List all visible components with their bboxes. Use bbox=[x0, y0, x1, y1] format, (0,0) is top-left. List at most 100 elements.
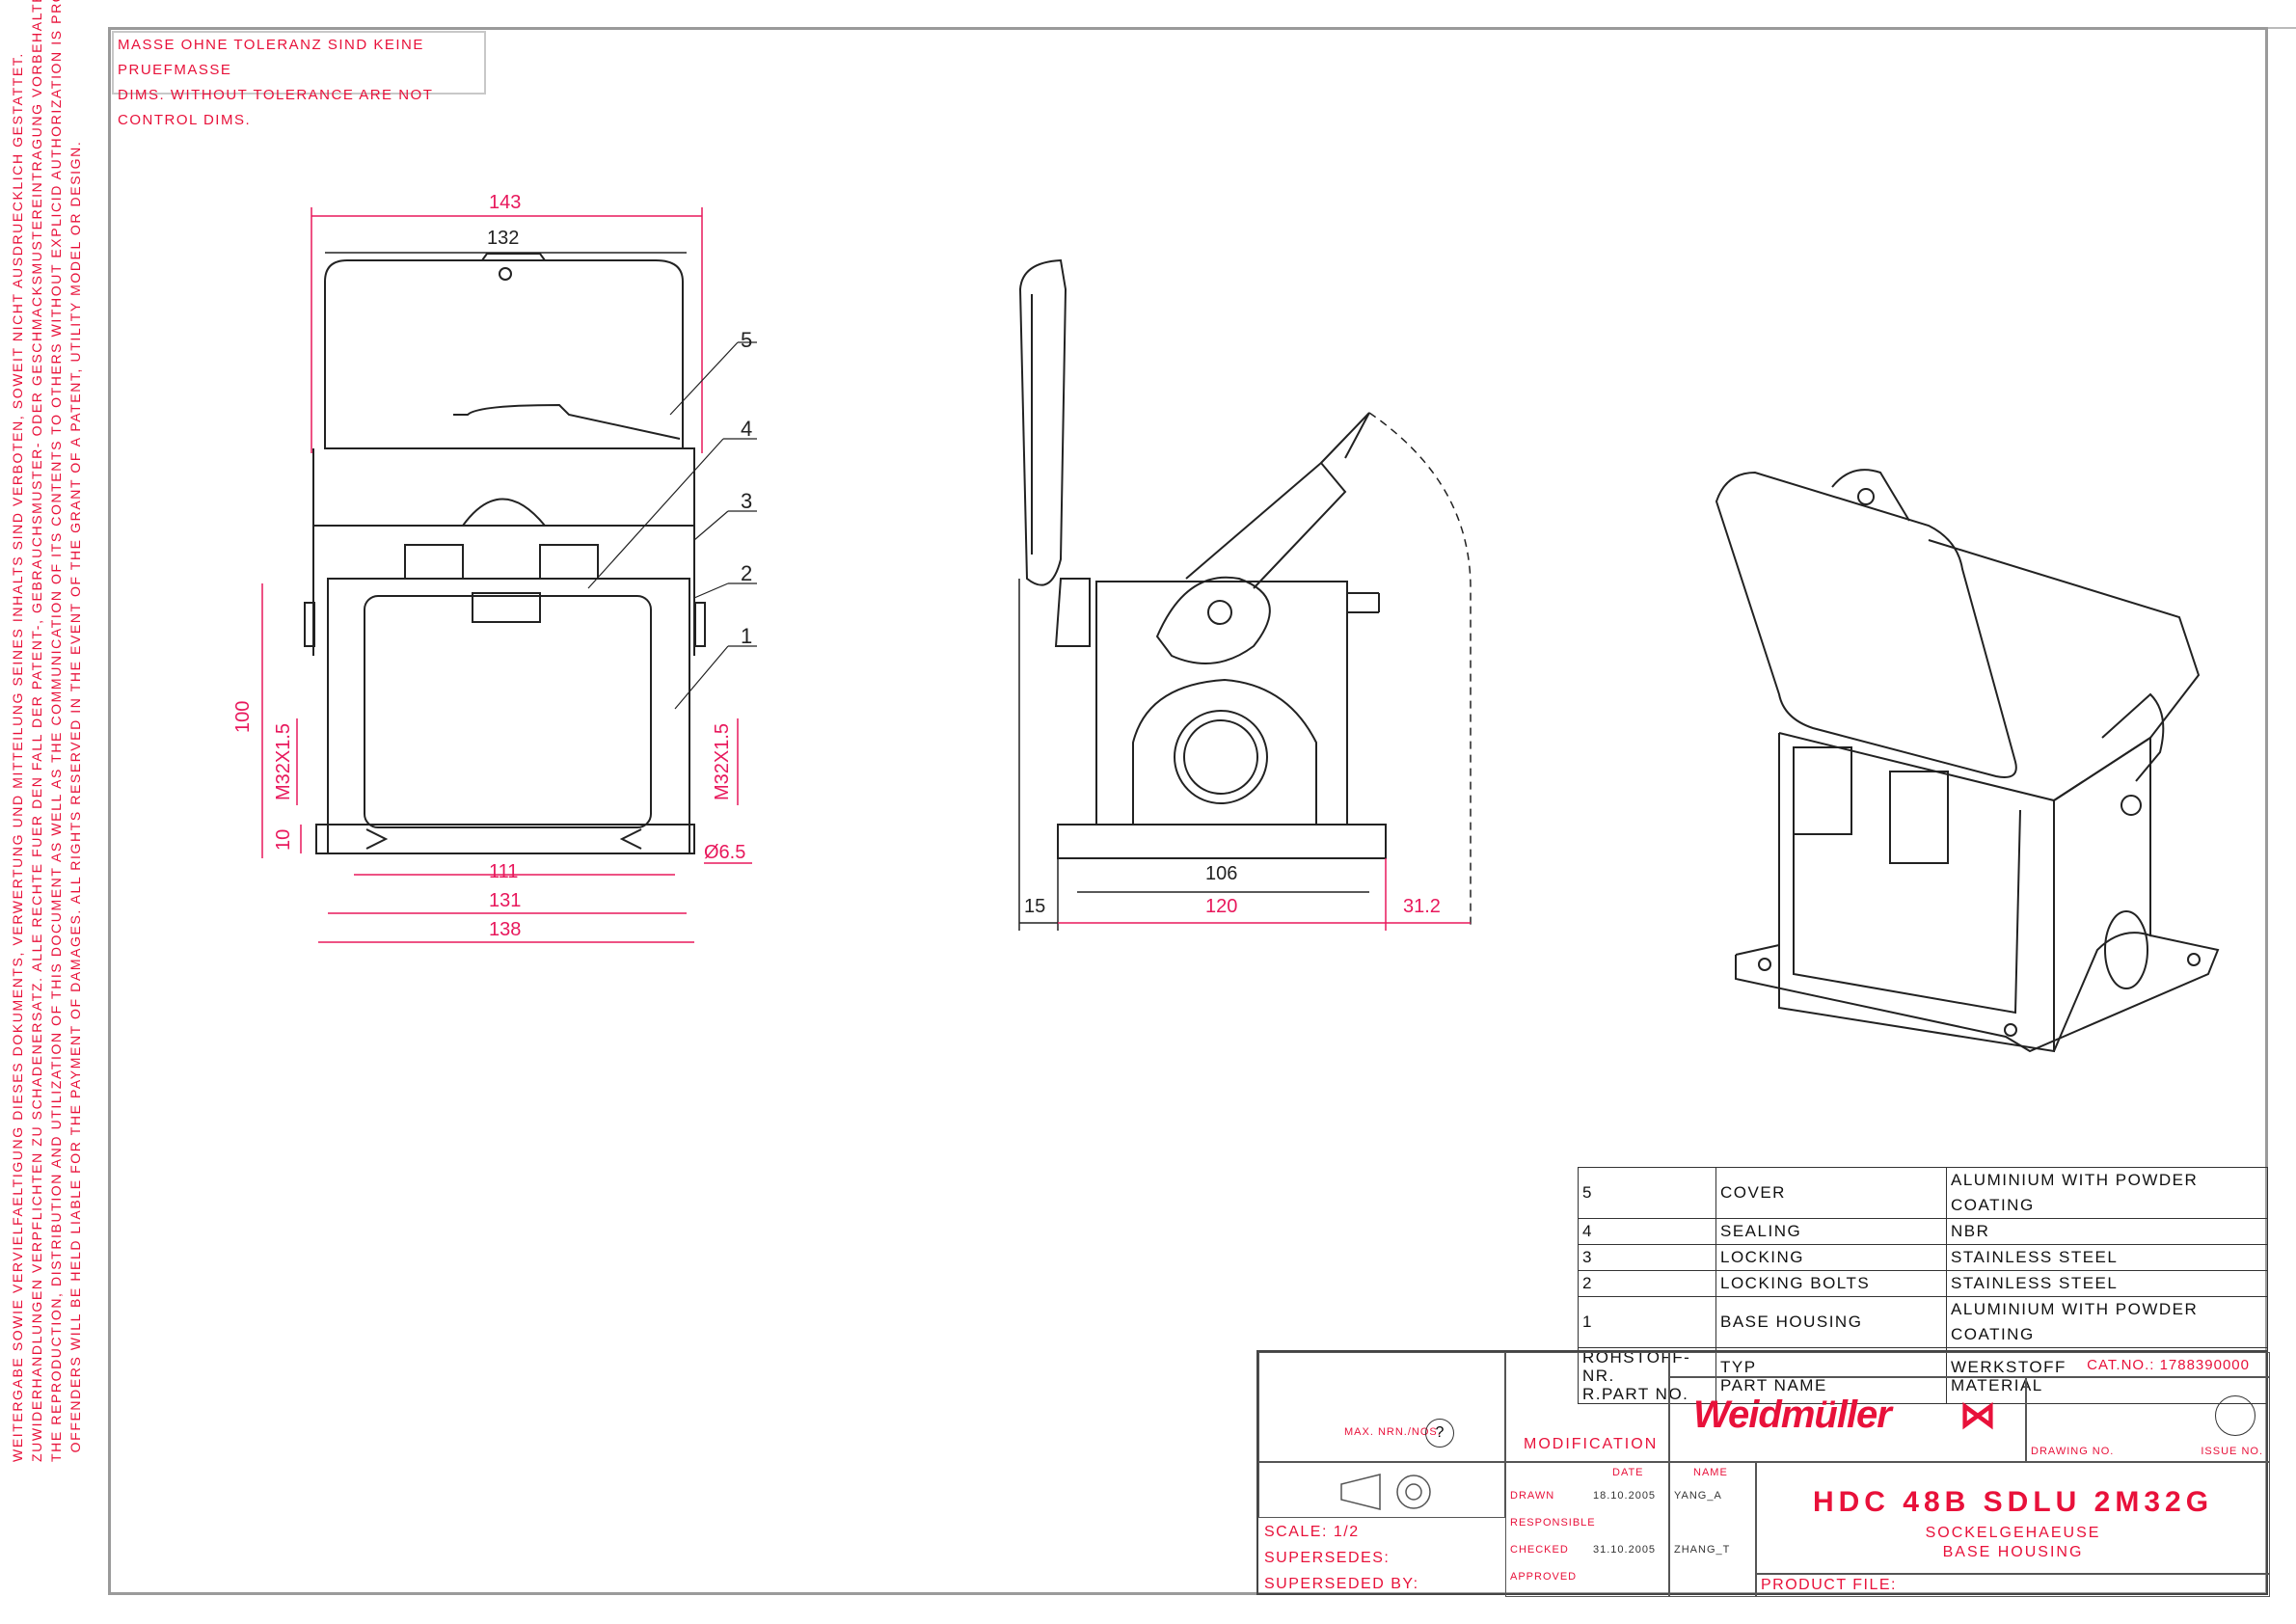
isometric-view bbox=[1715, 469, 2220, 1053]
part-material: NBR bbox=[1946, 1218, 2268, 1245]
front-dimension-labels: 143 132 100 M32X1.5 10 M32X1.5 Ø6.5 111 … bbox=[232, 192, 745, 940]
part-name: BASE HOUSING bbox=[1715, 1296, 1947, 1348]
dim-100: 100 bbox=[232, 701, 254, 733]
date-header: DATE bbox=[1612, 1467, 1644, 1478]
dim-15: 15 bbox=[1024, 896, 1045, 917]
dim-10: 10 bbox=[273, 829, 294, 851]
parts-list: 5 COVER ALUMINIUM WITH POWDER COATING 4 … bbox=[1578, 1167, 2268, 1404]
dim-31-2: 31.2 bbox=[1403, 896, 1441, 917]
dim-120: 120 bbox=[1205, 896, 1237, 917]
scale-label: SCALE: 1/2 bbox=[1264, 1524, 1360, 1540]
callout-2: 2 bbox=[741, 561, 752, 585]
modification-cell: MODIFICATION bbox=[1505, 1352, 1669, 1462]
cat-no-cell: CAT.NO.: 1788390000 bbox=[1669, 1352, 2270, 1377]
table-row: 3 LOCKING STAINLESS STEEL bbox=[1578, 1244, 2268, 1271]
part-no: 5 bbox=[1578, 1167, 1716, 1219]
max-nrn-label: MAX. NRN./NOS. bbox=[1344, 1426, 1442, 1438]
drawing-no-cell: DRAWING NO. ISSUE NO. bbox=[2026, 1377, 2270, 1462]
dim-138: 138 bbox=[489, 919, 521, 940]
product-title: HDC 48B SDLU 2M32G bbox=[1812, 1486, 2214, 1518]
part-name: LOCKING BOLTS bbox=[1715, 1270, 1947, 1297]
header-part-name-de: TYP bbox=[1720, 1357, 1757, 1376]
supersedes-label: SUPERSEDES: bbox=[1264, 1550, 1391, 1566]
title-block: MAX. NRN./NOS. ? MODIFICATION Weidmüller… bbox=[1256, 1350, 2270, 1597]
tolerance-note-en: DIMS. WITHOUT TOLERANCE ARE NOT CONTROL … bbox=[118, 87, 434, 128]
dim-thread-right: M32X1.5 bbox=[712, 723, 733, 800]
callout-5: 5 bbox=[741, 328, 752, 352]
question-icon: ? bbox=[1425, 1419, 1454, 1448]
part-no: 1 bbox=[1578, 1296, 1716, 1348]
part-material: STAINLESS STEEL bbox=[1946, 1244, 2268, 1271]
approval-names: NAME YANG_A ZHANG_T bbox=[1669, 1462, 1756, 1597]
header-part-name-en: PART NAME bbox=[1720, 1375, 1827, 1394]
product-file-label: PRODUCT FILE: bbox=[1761, 1577, 1897, 1593]
issue-circle-icon bbox=[2215, 1395, 2255, 1436]
dim-hole: Ø6.5 bbox=[704, 842, 745, 863]
product-subtitle-de: SOCKELGEHAEUSE bbox=[1925, 1525, 2101, 1541]
projection-icon bbox=[1340, 1474, 1431, 1510]
callout-4: 4 bbox=[741, 417, 752, 441]
product-subtitle-en: BASE HOUSING bbox=[1942, 1544, 2084, 1560]
callout-numbers: 5 4 3 2 1 bbox=[741, 328, 752, 648]
drawn-date: 18.10.2005 bbox=[1593, 1490, 1657, 1502]
tolerance-note-de: MASSE OHNE TOLERANZ SIND KEINE PRUEFMASS… bbox=[118, 37, 424, 78]
side-dimensions bbox=[1018, 412, 1472, 931]
part-name: LOCKING bbox=[1715, 1244, 1947, 1271]
dim-143: 143 bbox=[489, 192, 521, 213]
dim-thread-left: M32X1.5 bbox=[273, 723, 294, 800]
part-material: ALUMINIUM WITH POWDER COATING bbox=[1946, 1167, 2268, 1219]
drawing-no-label: DRAWING NO. bbox=[2031, 1446, 2115, 1457]
checked-label: CHECKED bbox=[1510, 1544, 1569, 1556]
responsible-label: RESPONSIBLE bbox=[1510, 1517, 1596, 1529]
callout-1: 1 bbox=[741, 624, 752, 648]
weidmuller-logo: Weidmüller bbox=[1693, 1394, 1892, 1436]
dim-132: 132 bbox=[487, 228, 519, 249]
side-dimension-labels: 15 106 120 31.2 bbox=[1024, 863, 1441, 917]
name-header: NAME bbox=[1693, 1467, 1728, 1478]
tolerance-note: MASSE OHNE TOLERANZ SIND KEINE PRUEFMASS… bbox=[112, 31, 486, 128]
header-part-no-en: R.PART NO. bbox=[1582, 1385, 1689, 1403]
part-no: 2 bbox=[1578, 1270, 1716, 1297]
part-no: 3 bbox=[1578, 1244, 1716, 1271]
side-view bbox=[1018, 258, 1387, 859]
projection-symbol-cell bbox=[1258, 1462, 1505, 1518]
cat-no: CAT.NO.: 1788390000 bbox=[2087, 1357, 2250, 1373]
product-file-cell: PRODUCT FILE: bbox=[1756, 1574, 2270, 1597]
logo-cell: Weidmüller ⋈ bbox=[1669, 1377, 2026, 1462]
front-dimensions bbox=[261, 207, 752, 943]
header-material-de: WERKSTOFF bbox=[1951, 1357, 2066, 1376]
part-no: 4 bbox=[1578, 1218, 1716, 1245]
drawn-label: DRAWN bbox=[1510, 1490, 1555, 1502]
dim-131: 131 bbox=[489, 890, 521, 911]
drawing-frame bbox=[108, 27, 2268, 1595]
checked-date: 31.10.2005 bbox=[1593, 1544, 1657, 1556]
weidmuller-logo-icon: ⋈ bbox=[1959, 1395, 1996, 1436]
dim-111: 111 bbox=[489, 861, 518, 882]
product-title-cell: HDC 48B SDLU 2M32G SOCKELGEHAEUSE BASE H… bbox=[1756, 1462, 2270, 1574]
issue-no-label: ISSUE NO. bbox=[2201, 1446, 2263, 1457]
table-row: 5 COVER ALUMINIUM WITH POWDER COATING bbox=[1578, 1167, 2268, 1219]
max-nrn-cell: MAX. NRN./NOS. ? bbox=[1258, 1352, 1505, 1462]
part-name: COVER bbox=[1715, 1167, 1947, 1219]
header-material-en: MATERIAL bbox=[1951, 1375, 2043, 1394]
modification-label: MODIFICATION bbox=[1524, 1436, 1659, 1452]
drawn-name: YANG_A bbox=[1674, 1490, 1722, 1502]
dim-106: 106 bbox=[1205, 863, 1237, 884]
checked-name: ZHANG_T bbox=[1674, 1544, 1731, 1556]
front-view bbox=[304, 253, 706, 854]
approved-label: APPROVED bbox=[1510, 1571, 1578, 1583]
callout-3: 3 bbox=[741, 489, 752, 513]
table-row: 2 LOCKING BOLTS STAINLESS STEEL bbox=[1578, 1270, 2268, 1297]
callout-leaders bbox=[587, 341, 757, 710]
part-name: SEALING bbox=[1715, 1218, 1947, 1245]
superseded-by-label: SUPERSEDED BY: bbox=[1264, 1576, 1419, 1592]
table-row: 4 SEALING NBR bbox=[1578, 1218, 2268, 1245]
table-row: 1 BASE HOUSING ALUMINIUM WITH POWDER COA… bbox=[1578, 1296, 2268, 1348]
part-material: STAINLESS STEEL bbox=[1946, 1270, 2268, 1297]
part-material: ALUMINIUM WITH POWDER COATING bbox=[1946, 1296, 2268, 1348]
approval-labels: DRAWN RESPONSIBLE CHECKED APPROVED DATE … bbox=[1505, 1462, 1669, 1597]
